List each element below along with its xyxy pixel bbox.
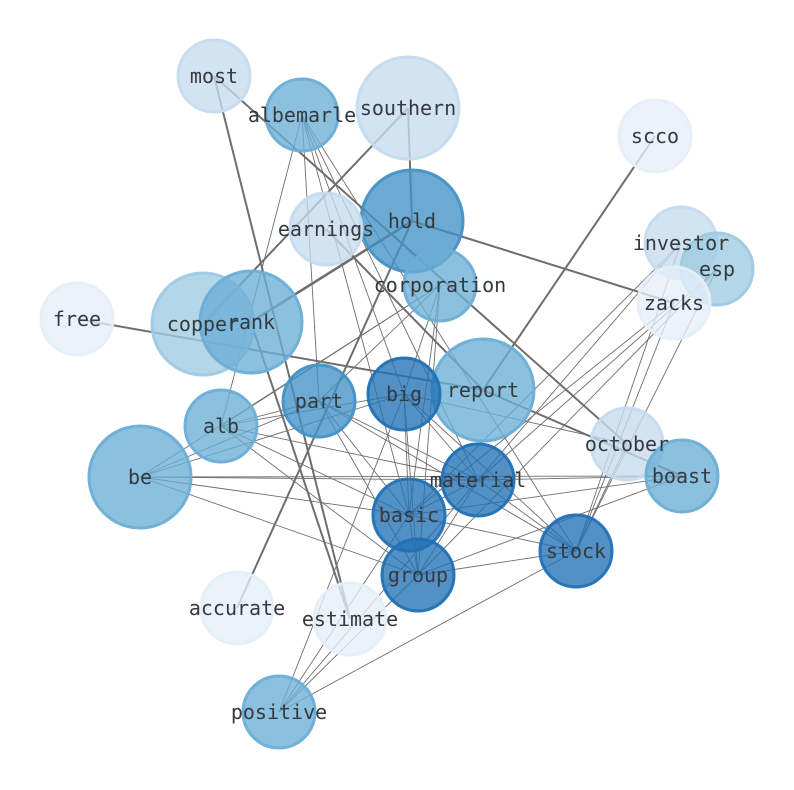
node-label-material: material xyxy=(430,468,526,492)
node-most xyxy=(176,38,252,114)
node-label-copper: copper xyxy=(167,312,239,336)
node-free xyxy=(39,281,115,357)
node-stock xyxy=(538,513,614,589)
edge-alb-group xyxy=(220,425,419,576)
node-label-be: be xyxy=(128,465,152,489)
node-accurate xyxy=(199,570,275,646)
node-positive xyxy=(241,674,317,750)
edge-albemarle-stock xyxy=(301,114,577,552)
node-southern xyxy=(355,55,461,161)
node-label-investor: investor xyxy=(633,231,729,255)
edge-albemarle-basic xyxy=(301,114,410,516)
node-label-albemarle: albemarle xyxy=(248,103,356,127)
node-label-stock: stock xyxy=(546,539,606,563)
node-boast xyxy=(644,438,720,514)
node-label-positive: positive xyxy=(231,700,327,724)
node-label-part: part xyxy=(295,389,343,413)
node-label-rank: rank xyxy=(227,310,275,334)
node-label-free: free xyxy=(53,307,101,331)
edge-be-material xyxy=(139,476,479,481)
edge-be-boast xyxy=(139,475,683,478)
node-part xyxy=(281,363,357,439)
edge-positive-stock xyxy=(278,550,577,713)
node-be xyxy=(87,424,193,530)
node-zacks xyxy=(636,265,712,341)
node-corporation xyxy=(402,247,478,323)
node-estimate xyxy=(312,581,388,657)
nodes-layer xyxy=(39,38,755,750)
node-label-big: big xyxy=(386,382,422,406)
node-label-esp: esp xyxy=(699,257,735,281)
node-label-alb: alb xyxy=(203,414,239,438)
node-label-scco: scco xyxy=(631,124,679,148)
node-label-boast: boast xyxy=(652,464,712,488)
node-big xyxy=(366,356,442,432)
node-label-basic: basic xyxy=(379,503,439,527)
edge-alb-material xyxy=(220,425,479,481)
node-label-group: group xyxy=(388,563,448,587)
node-label-accurate: accurate xyxy=(189,596,285,620)
node-label-hold: hold xyxy=(388,209,436,233)
node-label-october: october xyxy=(585,432,669,456)
node-scco xyxy=(617,98,693,174)
edge-positive-big xyxy=(278,393,405,713)
node-label-southern: southern xyxy=(360,96,456,120)
node-rank xyxy=(198,269,304,375)
node-label-most: most xyxy=(190,64,238,88)
node-alb xyxy=(183,388,259,464)
node-material xyxy=(440,442,516,518)
node-label-estimate: estimate xyxy=(302,607,398,631)
node-earnings xyxy=(288,191,364,267)
node-label-corporation: corporation xyxy=(374,273,506,297)
node-label-report: report xyxy=(447,378,519,402)
node-albemarle xyxy=(264,77,340,153)
node-label-earnings: earnings xyxy=(278,217,374,241)
node-label-zacks: zacks xyxy=(644,291,704,315)
edge-albemarle-alb xyxy=(220,114,303,427)
node-group xyxy=(380,537,456,613)
